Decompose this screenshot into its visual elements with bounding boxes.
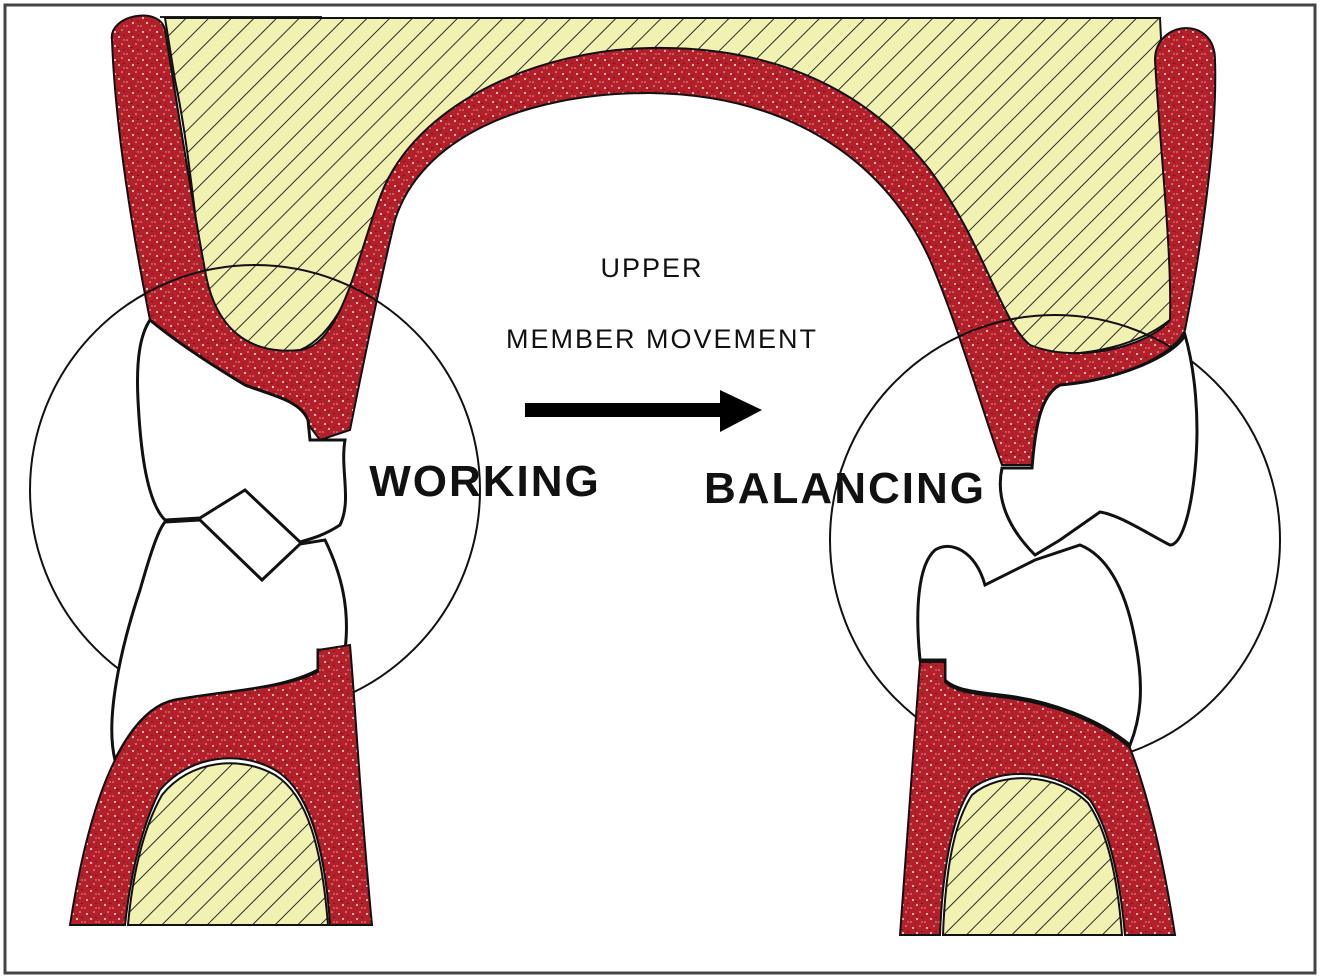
label-balancing: BALANCING: [704, 464, 986, 513]
label-upper: UPPER: [600, 253, 703, 283]
label-working: WORKING: [369, 457, 601, 506]
label-member-movement: MEMBER MOVEMENT: [506, 324, 818, 354]
